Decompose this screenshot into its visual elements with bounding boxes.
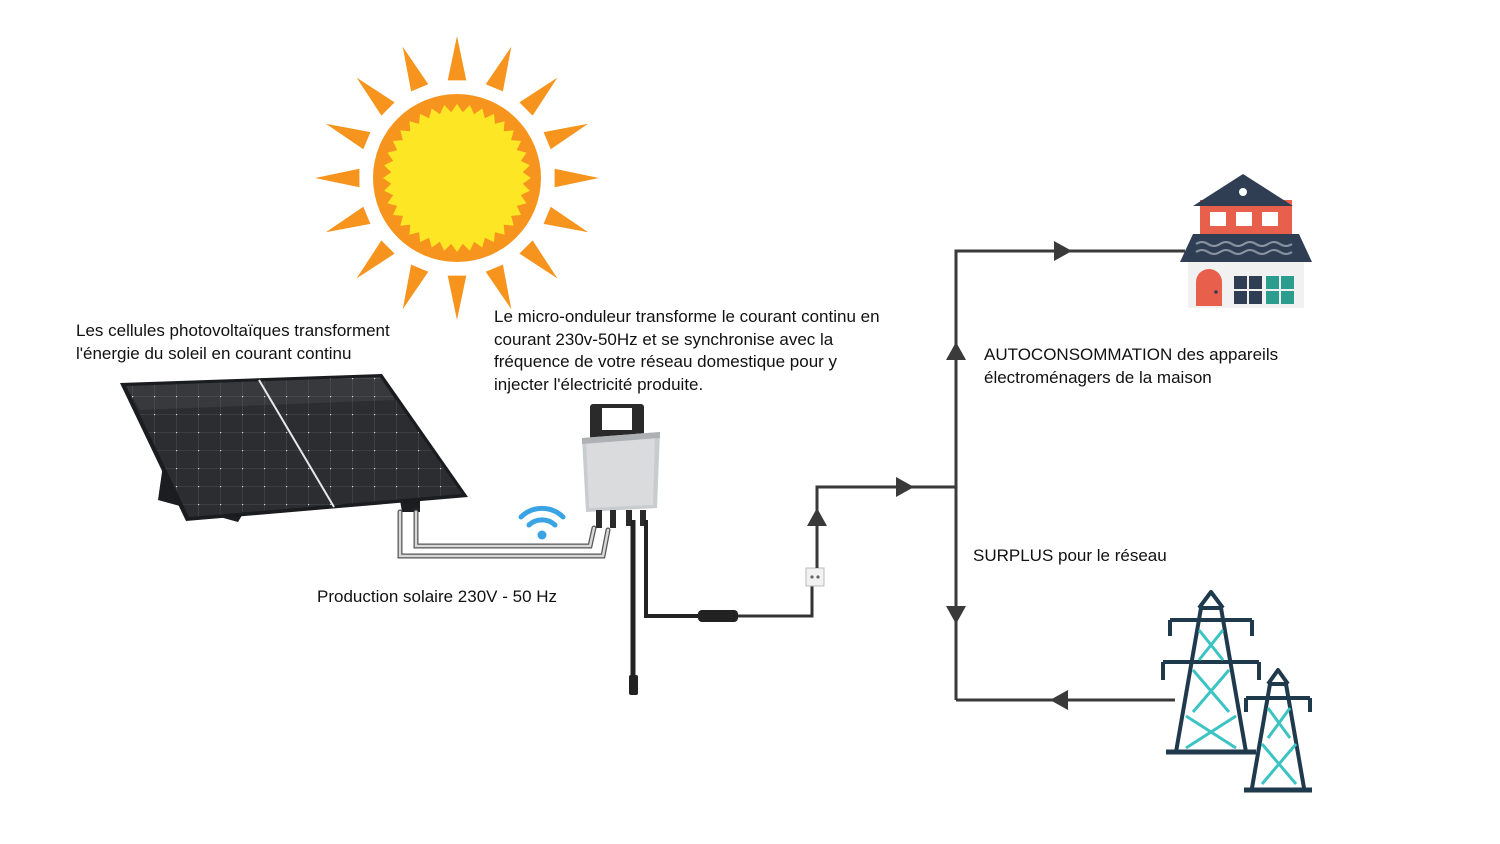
sun-ray: [325, 206, 371, 233]
surplus-caption: SURPLUS pour le réseau: [973, 546, 1167, 565]
sun-ray: [356, 77, 395, 116]
sun-ray: [315, 168, 360, 188]
sun-ray: [543, 206, 589, 233]
arrow-left-from-grid: [1050, 690, 1068, 710]
self-consumption-caption: AUTOCONSOMMATION des appareils électromé…: [984, 345, 1279, 387]
sun-ray: [485, 264, 512, 310]
sun-ray: [325, 123, 371, 150]
arrow-right-to-junction: [896, 477, 914, 497]
production-caption: Production solaire 230V - 50 Hz: [317, 587, 558, 606]
flow-arrows: [807, 241, 1072, 710]
sun-ray: [402, 264, 429, 310]
wifi-icon: [518, 505, 566, 540]
sun-ray: [447, 36, 467, 81]
arrow-up-to-house: [946, 342, 966, 360]
wall-socket-icon: [805, 567, 825, 587]
sun-ray: [543, 123, 589, 150]
arrow-down-to-grid: [946, 606, 966, 624]
sun-ray: [519, 77, 558, 116]
sun-ray: [356, 240, 395, 279]
sun-ray: [485, 46, 512, 92]
sun-ray: [519, 240, 558, 279]
inverter-caption: Le micro-onduleur transforme le courant …: [494, 307, 880, 394]
pylon-icon: [1161, 590, 1312, 793]
sun-ray: [554, 168, 599, 188]
sun-ray: [402, 46, 429, 92]
cells-caption: Les cellules photovoltaïques transformen…: [76, 321, 390, 363]
house-icon: [1180, 174, 1312, 308]
sun-icon: [315, 36, 599, 320]
sun-ray: [447, 275, 467, 320]
arrow-up-to-junction: [807, 508, 827, 526]
arrow-right-to-house: [1054, 241, 1072, 261]
micro-inverter-icon: [582, 404, 814, 695]
solar-panel-icon: [120, 374, 468, 522]
dc-cables: [397, 509, 611, 559]
